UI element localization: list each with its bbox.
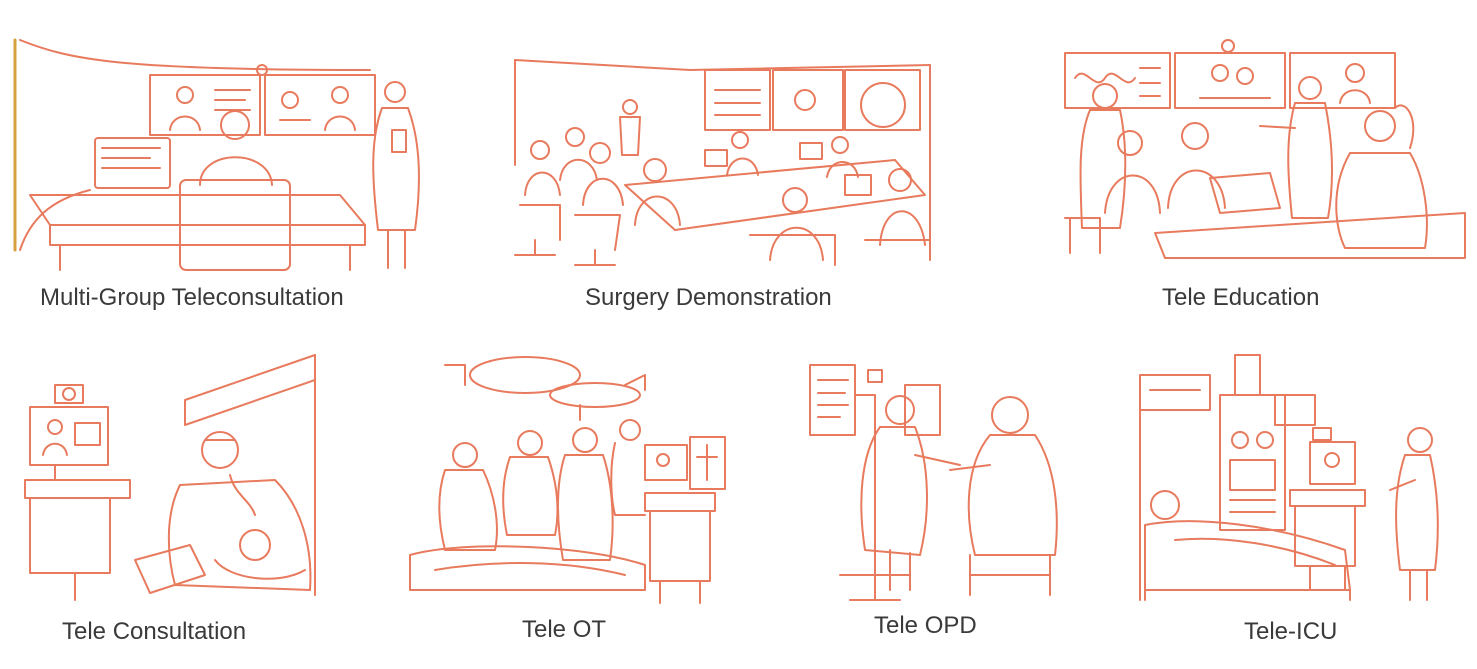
icu-bedside-icon <box>1139 354 1439 601</box>
classroom-presenter-icon <box>1064 39 1466 259</box>
panel-tele-consultation <box>15 345 325 605</box>
conference-room-video-wall-icon <box>514 59 931 266</box>
operating-theatre-icon <box>409 356 726 604</box>
doctor-at-desk-video-wall-icon <box>13 38 420 271</box>
caption-tele-education: Tele Education <box>1162 284 1320 311</box>
outpatient-exam-icon <box>809 364 1058 601</box>
doctor-with-infant-cart-icon <box>24 354 316 601</box>
caption-multi-group-teleconsultation: Multi-Group Teleconsultation <box>40 284 344 311</box>
caption-tele-icu: Tele-ICU <box>1244 618 1338 645</box>
panel-tele-icu <box>1135 350 1455 605</box>
caption-surgery-demonstration: Surgery Demonstration <box>585 284 832 311</box>
panel-tele-education <box>1060 38 1470 263</box>
panel-tele-ot <box>405 345 735 605</box>
panel-surgery-demonstration <box>505 55 945 270</box>
panel-tele-opd <box>800 355 1070 610</box>
panel-multi-group-teleconsultation <box>10 30 440 275</box>
caption-tele-ot: Tele OT <box>522 616 607 643</box>
caption-tele-consultation: Tele Consultation <box>62 618 247 645</box>
caption-tele-opd: Tele OPD <box>874 612 977 639</box>
